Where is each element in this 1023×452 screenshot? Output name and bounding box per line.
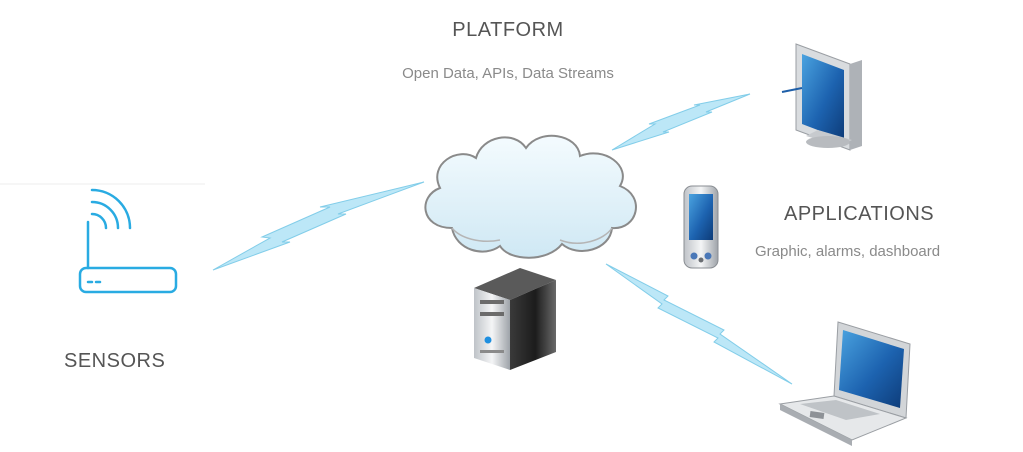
platform-title: PLATFORM	[452, 19, 564, 41]
laptop-icon	[778, 321, 911, 446]
smartphone-icon	[683, 185, 719, 269]
platform-subtitle: Open Data, APIs, Data Streams	[402, 65, 614, 82]
applications-title: APPLICATIONS	[784, 203, 935, 225]
applications-subtitle: Graphic, alarms, dashboard	[755, 243, 941, 260]
link-cloud-desktop	[611, 93, 751, 151]
link-cloud-laptop	[605, 263, 793, 385]
cloud-icon	[424, 134, 637, 259]
desktop-monitor-icon	[781, 43, 862, 151]
sensors-title: SENSORS	[64, 350, 166, 372]
link-sensor-cloud	[212, 181, 425, 271]
server-icon	[474, 268, 556, 370]
wifi-router-icon	[78, 188, 178, 294]
